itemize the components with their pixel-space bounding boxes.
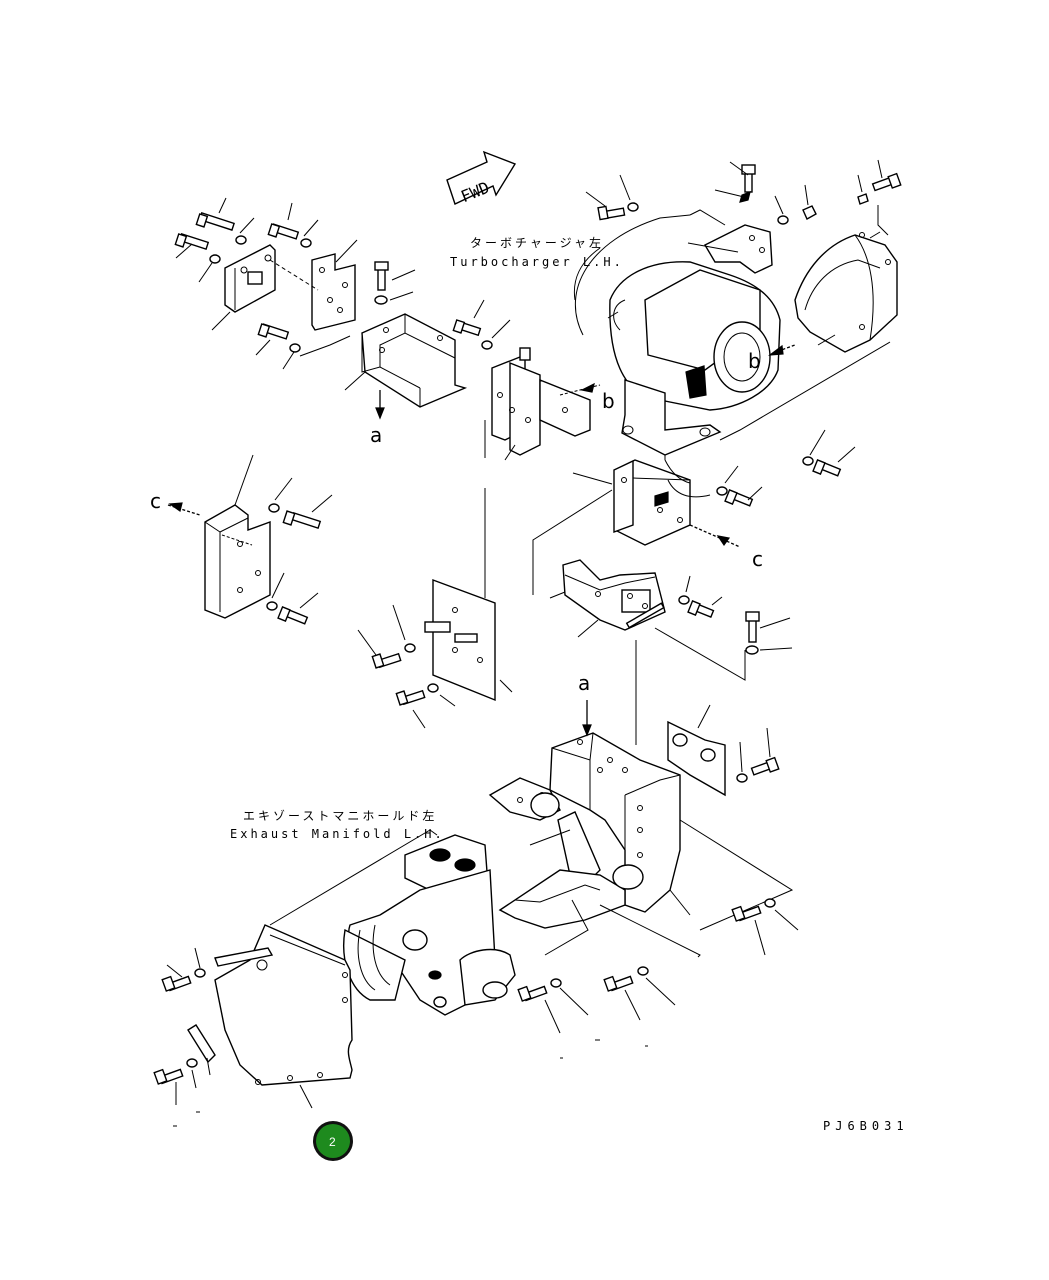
washer-icon — [857, 193, 869, 205]
mounting-plate — [357, 488, 513, 729]
badge-fill — [316, 1124, 350, 1158]
bolt-icon — [282, 510, 322, 530]
bolt-icon — [603, 975, 634, 992]
bolt-icon — [871, 172, 902, 192]
exhaust-manifold-label-en: Exhaust Manifold L.H. — [230, 827, 445, 841]
forward-direction-arrow: FWD — [446, 150, 517, 206]
bolt-icon — [597, 205, 626, 221]
bolt-icon — [161, 975, 192, 992]
bolt-icon — [374, 261, 389, 291]
lower-bolt-set — [517, 898, 799, 1059]
bolt-icon — [257, 323, 290, 340]
bolt-icon — [153, 1068, 184, 1085]
washer-icon — [627, 202, 639, 212]
washer-icon — [764, 898, 776, 908]
washer-icon — [186, 1058, 198, 1068]
turbo-heat-shield — [719, 159, 902, 441]
washer-icon — [678, 595, 690, 605]
small-spacer-plate — [667, 704, 780, 797]
turbocharger: b — [573, 161, 817, 460]
badge-number: 2 — [329, 1135, 336, 1149]
bolt-icon — [812, 459, 842, 477]
bolt-icon — [517, 985, 548, 1002]
bolt-icon — [750, 756, 780, 776]
washer-icon — [481, 340, 493, 350]
turbocharger-label-jp: ターボチャージャ左 — [470, 235, 604, 250]
left-block-bracket: c — [150, 454, 333, 625]
washer-icon — [235, 235, 247, 245]
washer-icon — [289, 343, 301, 353]
lower-mid-bracket — [549, 559, 793, 745]
bolt-icon — [731, 905, 762, 922]
exhaust-manifold-label-jp: エキゾーストマニホールド左 — [243, 808, 437, 823]
reference-b-turbo: b — [748, 349, 761, 373]
exhaust-manifold — [269, 829, 516, 1016]
washer-icon — [404, 643, 416, 653]
bolt-icon — [371, 652, 402, 669]
washer-icon — [802, 456, 814, 466]
washer-icon — [745, 645, 759, 655]
bolt-icon — [724, 489, 754, 507]
washer-icon — [268, 503, 280, 513]
washer-icon — [716, 486, 728, 496]
washer-icon — [209, 254, 221, 264]
bolt-icon — [452, 319, 482, 337]
middle-vertical-bracket: b — [452, 299, 615, 461]
washer-icon — [427, 683, 439, 693]
reference-b-middle: b — [602, 389, 615, 413]
page-badge[interactable]: 2 — [313, 1121, 353, 1161]
nut-icon — [802, 205, 817, 220]
washer-icon — [550, 978, 562, 988]
upper-left-bracket-group — [174, 197, 358, 370]
lower-main-bracket: a — [488, 671, 794, 958]
bolt-icon — [741, 164, 756, 193]
washer-icon — [736, 773, 748, 783]
mid-right-bracket: c — [532, 429, 856, 595]
washer-icon — [637, 966, 649, 976]
washer-icon — [266, 601, 278, 611]
upper-middle-channel-bracket: a — [344, 261, 468, 447]
reference-a-upper: a — [370, 423, 382, 447]
washer-icon — [739, 191, 751, 203]
reference-a-lower: a — [578, 671, 590, 695]
turbocharger-label-en: Turbocharger L.H. — [450, 255, 624, 269]
washer-icon — [374, 295, 388, 305]
bolt-icon — [687, 600, 715, 618]
washer-icon — [777, 215, 789, 225]
bolt-icon — [174, 232, 210, 251]
bolt-icon — [277, 606, 309, 625]
manifold-heat-cover — [153, 924, 353, 1127]
reference-c-right: c — [752, 547, 763, 571]
bolt-icon — [195, 212, 235, 231]
bolt-icon — [267, 223, 300, 240]
bolt-icon — [745, 611, 760, 643]
drawing-code: PJ6B031 — [823, 1119, 909, 1133]
washer-icon — [300, 238, 312, 248]
washer-icon — [194, 968, 206, 978]
reference-c-left: c — [150, 489, 161, 513]
bolt-icon — [395, 689, 426, 706]
